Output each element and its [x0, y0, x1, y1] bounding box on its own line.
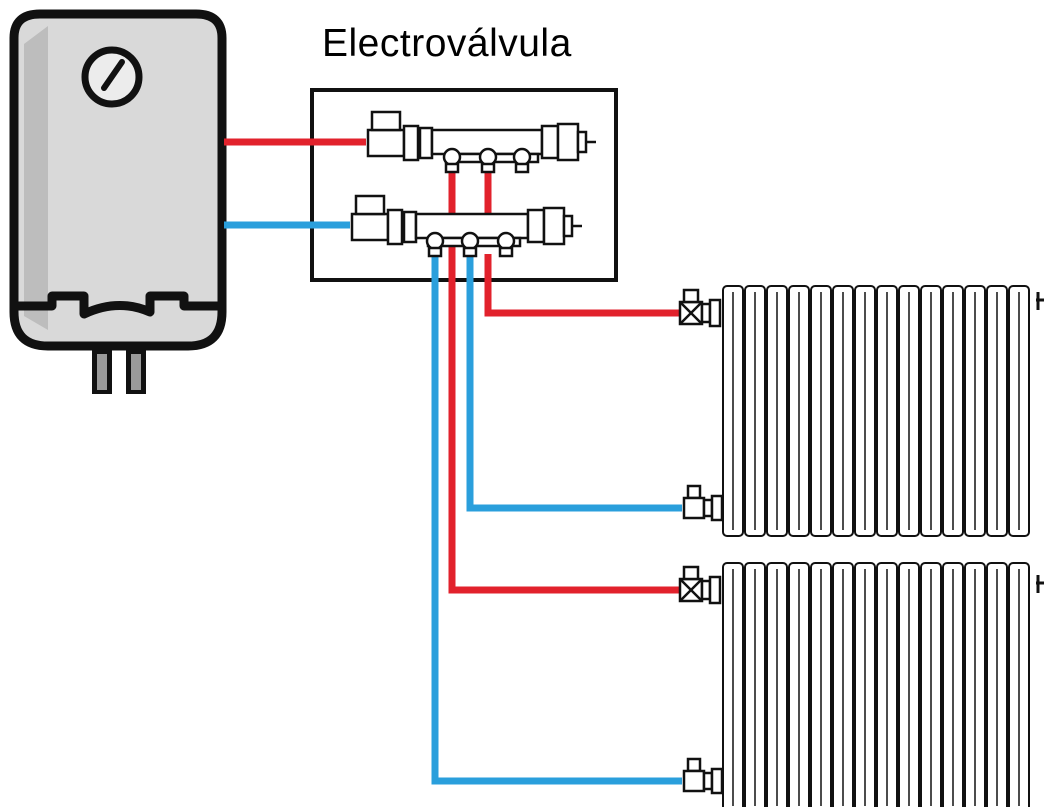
valve-icon — [682, 484, 724, 522]
radiator-2-cold-pipe — [431, 252, 682, 785]
hot-manifold — [366, 110, 596, 174]
radiator-icon — [722, 285, 1030, 537]
valve-icon — [678, 288, 722, 328]
valve-icon — [682, 757, 724, 795]
valve-icon — [678, 565, 722, 605]
radiator-2-hot-pipe — [448, 246, 682, 594]
radiator-1-hot-pipe — [484, 254, 682, 317]
cold-manifold — [350, 194, 582, 258]
gauge-icon — [81, 46, 143, 108]
radiator-1-cold-pipe — [466, 246, 682, 512]
electrovalve-label: Electroválvula — [322, 22, 572, 65]
pipe-network — [224, 138, 682, 785]
radiator-icon — [722, 562, 1030, 807]
water-heater-icon — [9, 9, 227, 394]
electrovalve-box — [310, 88, 618, 282]
